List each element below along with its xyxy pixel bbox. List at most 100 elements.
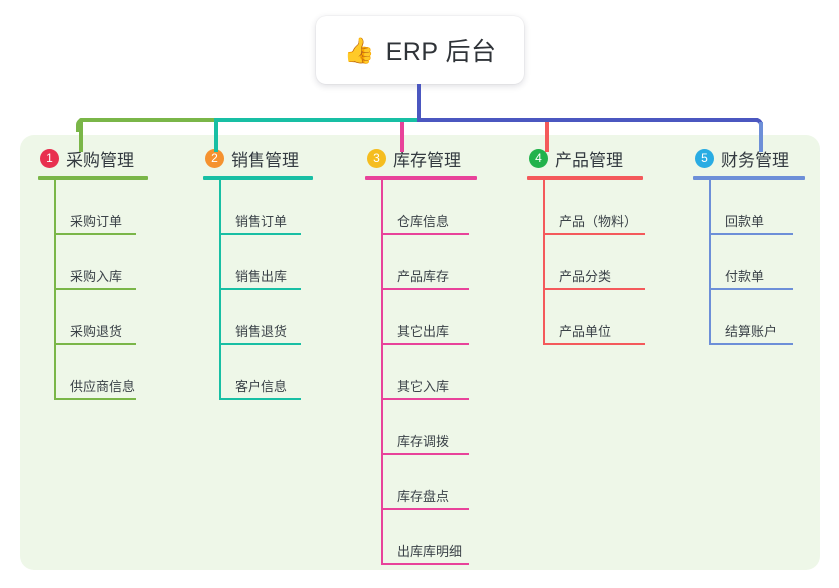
branch-item-underline: [545, 288, 645, 290]
branch-column-2: 2 销售管理销售订单销售出库销售退货客户信息: [203, 145, 353, 400]
branch-item[interactable]: 结算账户: [711, 290, 839, 345]
branch-item-underline: [56, 288, 136, 290]
root-stem-connector: [417, 84, 421, 120]
branch-item[interactable]: 回款单: [711, 180, 839, 235]
branch-item[interactable]: 产品（物料）: [545, 180, 697, 235]
branch-item-underline: [545, 233, 645, 235]
branch-title-5: 财务管理: [721, 150, 789, 170]
branch-item[interactable]: 销售退货: [221, 290, 353, 345]
branch-item[interactable]: 其它入库: [383, 345, 525, 400]
branch-item[interactable]: 产品分类: [545, 235, 697, 290]
branch-item-label: 其它入库: [397, 379, 450, 394]
bus-segment-teal: [214, 118, 417, 122]
branch-header-1[interactable]: 1 采购管理: [38, 145, 188, 171]
branch-item[interactable]: 其它出库: [383, 290, 525, 345]
branch-item-label: 付款单: [725, 269, 765, 284]
branch-badge-1: 1: [40, 148, 59, 168]
branch-title-1: 采购管理: [66, 150, 134, 170]
branch-item[interactable]: 销售订单: [221, 180, 353, 235]
branch-rule-4: [527, 176, 643, 180]
branch-item[interactable]: 供应商信息: [56, 345, 188, 400]
branch-item-underline: [711, 233, 793, 235]
branch-badge-4: 4: [529, 148, 548, 168]
branch-item-label: 采购入库: [70, 269, 123, 284]
branch-item-label: 销售订单: [235, 214, 288, 229]
root-node[interactable]: 👍 ERP 后台: [316, 16, 524, 84]
branch-item-label: 产品分类: [559, 269, 612, 284]
branch-header-5[interactable]: 5 财务管理: [693, 145, 839, 171]
branch-spine-1: [54, 180, 56, 400]
branch-item-underline: [711, 343, 793, 345]
branch-badge-5: 5: [695, 148, 714, 168]
bus-segment-green: [79, 118, 214, 122]
branch-item[interactable]: 产品库存: [383, 235, 525, 290]
branch-spine-2: [219, 180, 221, 400]
branch-drop-connector-3: [400, 122, 404, 152]
branch-item-underline: [545, 343, 645, 345]
branch-item-label: 产品库存: [397, 269, 450, 284]
branch-column-1: 1 采购管理采购订单采购入库采购退货供应商信息: [38, 145, 188, 400]
branch-header-2[interactable]: 2 销售管理: [203, 145, 353, 171]
branch-item[interactable]: 出库库明细: [383, 510, 525, 565]
branch-item[interactable]: 产品单位: [545, 290, 697, 345]
branch-item-label: 仓库信息: [397, 214, 450, 229]
branch-item[interactable]: 采购退货: [56, 290, 188, 345]
thumbs-up-icon: 👍: [343, 35, 375, 65]
branch-drop-connector-1: [79, 122, 83, 152]
branch-item-label: 出库库明细: [397, 544, 463, 559]
branch-items-3: 仓库信息产品库存其它出库其它入库库存调拨库存盘点出库库明细: [365, 180, 525, 565]
branch-title-2: 销售管理: [231, 150, 299, 170]
branch-item[interactable]: 库存调拨: [383, 400, 525, 455]
branch-rule-5: [693, 176, 805, 180]
branch-item[interactable]: 客户信息: [221, 345, 353, 400]
branch-drop-connector-4: [545, 122, 549, 152]
branch-header-4[interactable]: 4 产品管理: [527, 145, 697, 171]
branch-item[interactable]: 采购订单: [56, 180, 188, 235]
branch-item-underline: [56, 233, 136, 235]
bus-segment-blue: [417, 118, 759, 122]
branch-drop-connector-2: [214, 122, 218, 152]
branch-item-label: 产品单位: [559, 324, 612, 339]
branch-item[interactable]: 付款单: [711, 235, 839, 290]
branch-item-underline: [221, 288, 301, 290]
branch-items-4: 产品（物料） 产品分类产品单位: [527, 180, 697, 345]
bus-elbow-left: [76, 118, 90, 132]
branch-item-underline: [221, 343, 301, 345]
branch-item[interactable]: 采购入库: [56, 235, 188, 290]
branch-column-5: 5 财务管理回款单付款单结算账户: [693, 145, 839, 345]
branch-item-label: 采购退货: [70, 324, 123, 339]
branch-column-4: 4 产品管理产品（物料） 产品分类产品单位: [527, 145, 697, 345]
branch-item-label: 结算账户: [725, 324, 778, 339]
branch-rule-1: [38, 176, 148, 180]
branch-item-underline: [221, 398, 301, 400]
branch-badge-2: 2: [205, 148, 224, 168]
branch-item[interactable]: 仓库信息: [383, 180, 525, 235]
branch-item-underline: [56, 398, 136, 400]
branch-spine-5: [709, 180, 711, 345]
branch-item-label: 回款单: [725, 214, 765, 229]
branch-title-4: 产品管理: [555, 150, 623, 170]
branch-header-3[interactable]: 3 库存管理: [365, 145, 525, 171]
branch-items-5: 回款单付款单结算账户: [693, 180, 839, 345]
branch-item-underline: [221, 233, 301, 235]
branch-item-label: 采购订单: [70, 214, 123, 229]
branch-item-label: 库存盘点: [397, 489, 450, 504]
branch-item-underline: [383, 288, 469, 290]
branch-spine-4: [543, 180, 545, 345]
branch-badge-3: 3: [367, 148, 386, 168]
branch-drop-connector-5: [759, 122, 763, 152]
branch-item-underline: [711, 288, 793, 290]
branch-item-underline: [383, 563, 469, 565]
branch-item-label: 产品（物料）: [559, 214, 638, 229]
branch-item[interactable]: 销售出库: [221, 235, 353, 290]
branch-item-underline: [383, 453, 469, 455]
branch-spine-3: [381, 180, 383, 565]
branch-item-label: 销售退货: [235, 324, 288, 339]
branch-items-1: 采购订单采购入库采购退货供应商信息: [38, 180, 188, 400]
branch-item-label: 库存调拨: [397, 434, 450, 449]
branch-title-3: 库存管理: [393, 150, 461, 170]
branch-item-label: 其它出库: [397, 324, 450, 339]
branch-item[interactable]: 库存盘点: [383, 455, 525, 510]
branch-column-3: 3 库存管理仓库信息产品库存其它出库其它入库库存调拨库存盘点出库库明细: [365, 145, 525, 565]
